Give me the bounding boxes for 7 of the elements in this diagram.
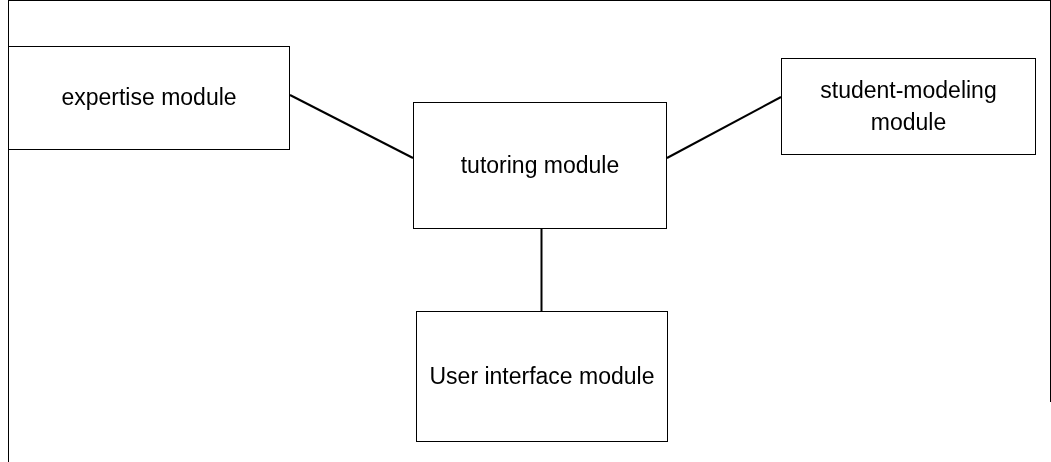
module-box: tutoring module — [413, 102, 667, 229]
module-box: expertise module — [8, 46, 290, 150]
connector-line — [666, 96, 782, 159]
connector-line — [540, 228, 543, 312]
module-box: User interface module — [416, 311, 668, 442]
module-box: student-modeling module — [781, 58, 1036, 155]
connector-line — [289, 94, 414, 159]
